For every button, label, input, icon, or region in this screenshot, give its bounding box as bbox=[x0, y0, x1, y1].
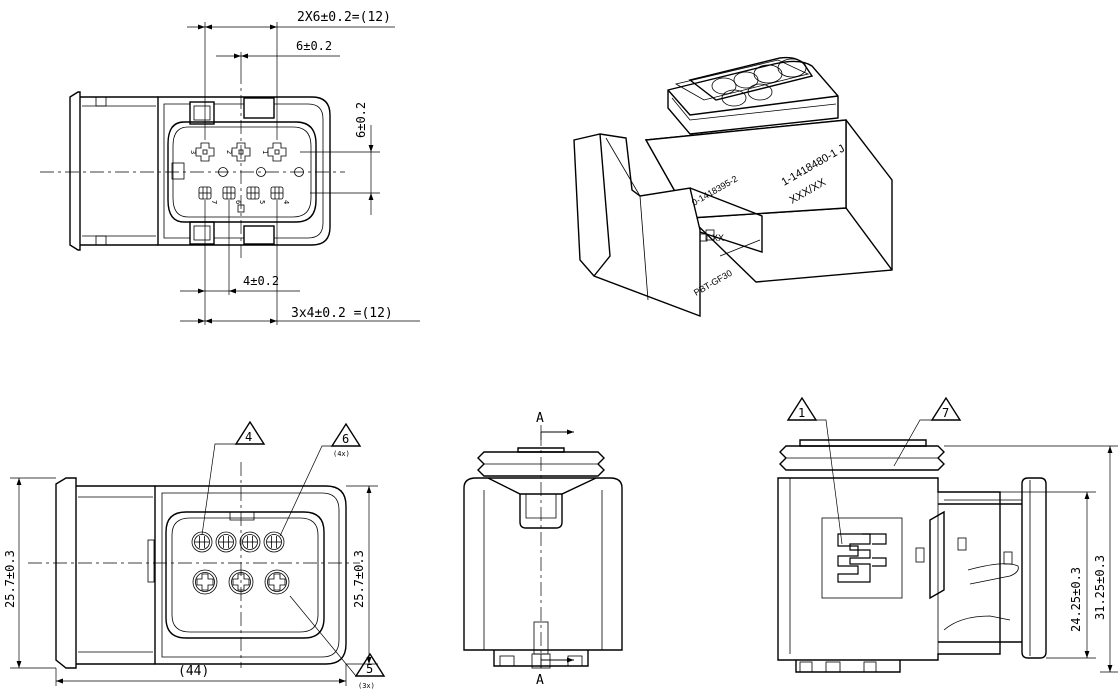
cavity-number-7: 7 bbox=[210, 200, 218, 204]
front-callout-6: 6 bbox=[342, 432, 349, 446]
side-callout-7: 7 bbox=[942, 406, 949, 420]
front-dim-height-right: 25.7±0.3 bbox=[352, 550, 366, 608]
cavity-number-3: 3 bbox=[189, 150, 197, 154]
cavity-number-4: 4 bbox=[282, 200, 290, 204]
dim-pitch-6: 2X6±0.2=(12) bbox=[297, 10, 391, 25]
dim-pitch-4: 3x4±0.2 =(12) bbox=[291, 306, 393, 321]
front-view: 4 6 (4x) 5 (3x) 25.7±0.3 25.7±0.3 (44) bbox=[3, 420, 386, 690]
cavity-number-2: 2 bbox=[225, 150, 233, 154]
front-callout-5-qty: (3x) bbox=[358, 682, 375, 690]
cavity-number-1: 1 bbox=[261, 150, 269, 154]
section-label-top: A bbox=[536, 411, 544, 426]
dim-4: 4±0.2 bbox=[243, 274, 279, 288]
section-label-bottom: A bbox=[536, 673, 544, 688]
front-dim-width: (44) bbox=[178, 664, 209, 679]
side-view: 1 7 24.25±0.3 31.25±0.3 bbox=[777, 396, 1118, 673]
side-dim-31: 31.25±0.3 bbox=[1093, 555, 1107, 620]
cavity-number-5: 5 bbox=[258, 200, 266, 204]
cavity-number-6: 6 bbox=[234, 200, 242, 204]
isometric-view: 1-1418480-1 J XXX/XX 0-1418395-2 PBT-GF3… bbox=[573, 56, 893, 318]
front-callout-4: 4 bbox=[245, 430, 252, 444]
front-callout-5: 5 bbox=[366, 662, 373, 676]
te-logo-icon bbox=[837, 533, 887, 583]
side-callout-1: 1 bbox=[798, 406, 805, 420]
side-dim-24: 24.25±0.3 bbox=[1069, 567, 1083, 632]
dim-6-vertical: 6±0.2 bbox=[354, 102, 368, 138]
end-view: A A bbox=[463, 411, 623, 688]
dim-6: 6±0.2 bbox=[296, 39, 332, 53]
top-mating-face-view: 3 2 1 7 6 5 4 2X6±0.2=(12) 6±0.2 6±0.2 bbox=[40, 10, 420, 325]
iso-box-code: XX bbox=[712, 233, 724, 243]
front-callout-6-qty: (4x) bbox=[333, 450, 350, 458]
front-dim-height-left: 25.7±0.3 bbox=[3, 550, 17, 608]
